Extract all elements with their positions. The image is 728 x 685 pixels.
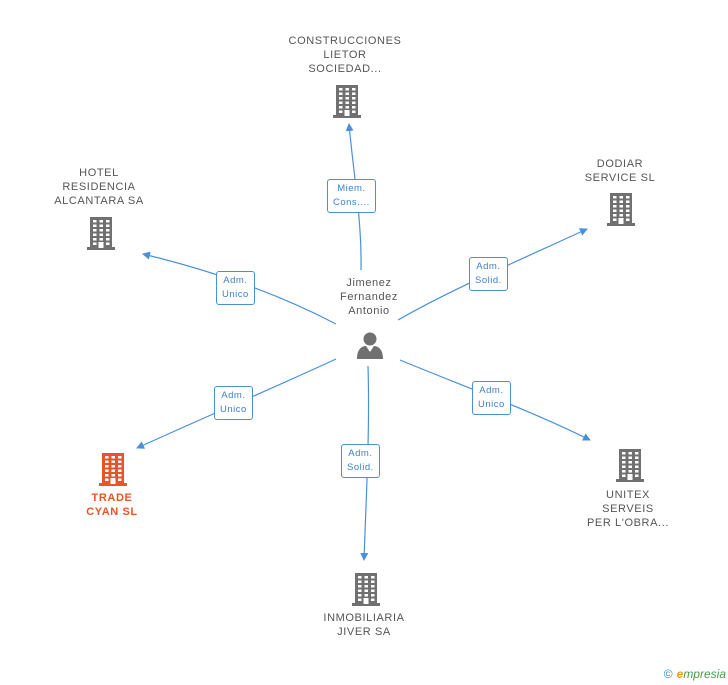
company-name-line: CYAN SL: [86, 506, 138, 518]
building-icon[interactable]: [616, 448, 644, 482]
building-icon[interactable]: [607, 192, 635, 226]
center-name-line-3: Antonio: [348, 305, 390, 317]
edge-label-line: Miem.: [337, 183, 366, 194]
building-icon[interactable]: [333, 84, 361, 118]
edge-label-line: Solid.: [475, 275, 502, 286]
building-icon[interactable]: [99, 452, 127, 486]
center-name-line-2: Fernandez: [340, 291, 398, 303]
brand-name: mpresia: [683, 667, 726, 681]
company-name-line: CONSTRUCCIONES: [288, 35, 402, 47]
edge-label-inmobiliaria[interactable]: Adm. Solid.: [341, 444, 380, 478]
company-label-construcciones[interactable]: CONSTRUCCIONES LIETOR SOCIEDAD...: [289, 34, 402, 76]
company-name-line: SERVEIS: [602, 503, 654, 515]
company-name-line: PER L'OBRA...: [586, 517, 670, 529]
center-person-label[interactable]: Jimenez Fernandez Antonio: [340, 276, 398, 318]
company-name-line: LIETOR: [323, 49, 367, 61]
company-name-line: INMOBILIARIA: [323, 612, 405, 624]
company-name-line: UNITEX: [606, 489, 650, 501]
company-name-line: TRADE: [91, 492, 133, 504]
edge-label-unitex[interactable]: Adm. Unico: [472, 381, 511, 415]
brand-e: e: [676, 667, 684, 681]
building-icon[interactable]: [352, 572, 380, 606]
company-name-line: SERVICE SL: [584, 172, 656, 184]
company-label-unitex[interactable]: UNITEX SERVEIS PER L'OBRA...: [587, 488, 669, 530]
edge-label-line: Unico: [220, 404, 247, 415]
edge-label-dodiar[interactable]: Adm. Solid.: [469, 257, 508, 291]
company-label-trade[interactable]: TRADE CYAN SL: [86, 491, 137, 519]
edge-label-line: Solid.: [347, 462, 374, 473]
company-name-line: JIVER SA: [337, 626, 391, 638]
person-icon[interactable]: [355, 330, 385, 360]
building-icon[interactable]: [87, 216, 115, 250]
edge-label-line: Adm.: [479, 385, 504, 396]
edge-label-hotel[interactable]: Adm. Unico: [216, 271, 255, 305]
edge-hotel: [142, 251, 337, 325]
edge-label-line: Cons....: [333, 197, 370, 208]
company-label-hotel[interactable]: HOTEL RESIDENCIA ALCANTARA SA: [54, 166, 144, 208]
company-label-dodiar[interactable]: DODIAR SERVICE SL: [585, 157, 656, 185]
company-name-line: DODIAR: [596, 158, 644, 170]
edge-label-line: Adm.: [223, 275, 248, 286]
edge-label-construcciones[interactable]: Miem. Cons....: [327, 179, 376, 213]
edge-label-trade[interactable]: Adm. Unico: [214, 386, 253, 420]
edge-label-line: Unico: [222, 289, 249, 300]
company-label-inmobiliaria[interactable]: INMOBILIARIA JIVER SA: [323, 611, 404, 639]
company-name-line: HOTEL: [79, 167, 119, 179]
copyright-mark: ©: [663, 667, 673, 681]
center-name-line-1: Jimenez: [346, 277, 392, 289]
edge-label-line: Unico: [478, 399, 505, 410]
footer-brand: ©empresia: [664, 667, 726, 681]
edge-label-line: Adm.: [348, 448, 373, 459]
edge-label-line: Adm.: [221, 390, 246, 401]
company-name-line: SOCIEDAD...: [308, 63, 382, 75]
company-name-line: RESIDENCIA: [62, 181, 136, 193]
company-name-line: ALCANTARA SA: [54, 195, 144, 207]
edge-label-line: Adm.: [476, 261, 501, 272]
